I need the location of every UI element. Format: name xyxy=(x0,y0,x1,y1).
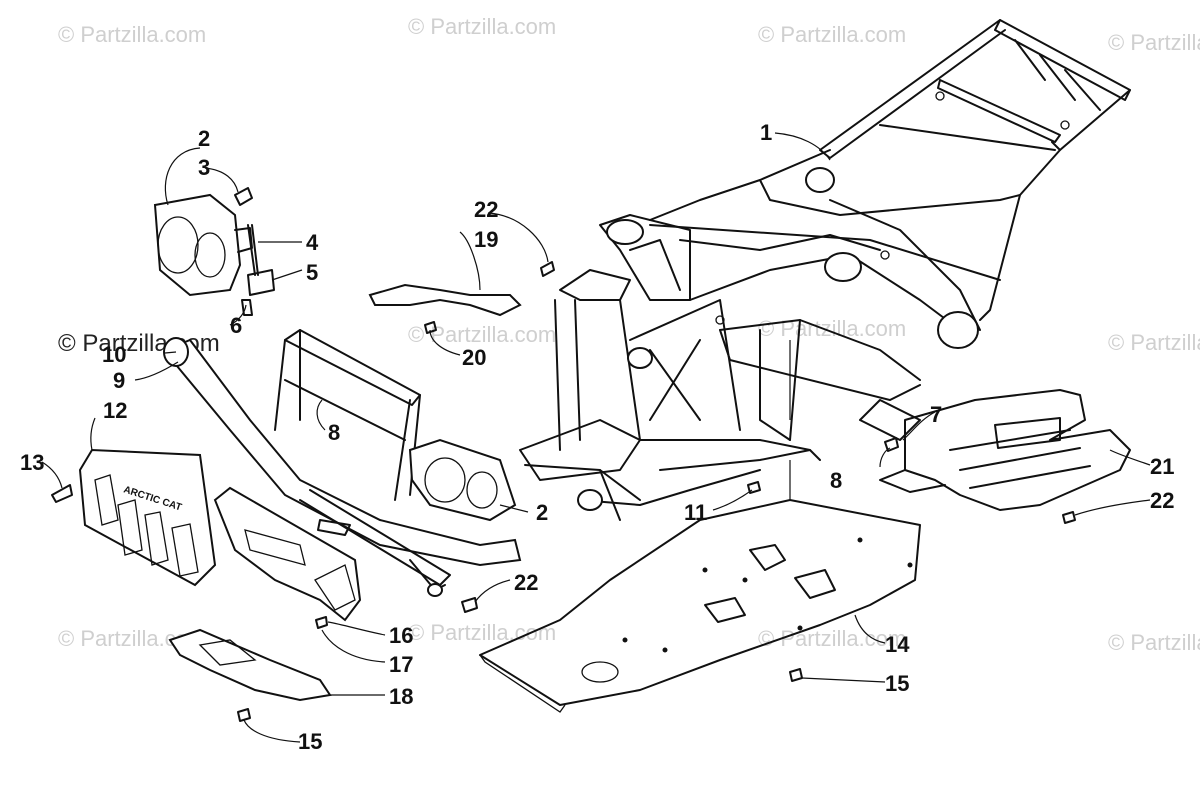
callout-15: 15 xyxy=(298,729,323,754)
right-footrest xyxy=(879,389,1131,511)
watermark: © Partzilla.com xyxy=(58,22,207,47)
callout-18: 18 xyxy=(389,684,414,709)
callout-6: 6 xyxy=(230,313,243,338)
callout-21: 21 xyxy=(1150,454,1175,479)
callout-16: 16 xyxy=(389,623,414,648)
left-headlight xyxy=(153,193,253,297)
watermark: © Partzilla.com xyxy=(758,316,907,341)
front-grille-panel: ARCTIC CAT xyxy=(78,448,217,587)
watermark: © Partzilla.com xyxy=(1108,30,1200,55)
skid-plate xyxy=(479,499,921,713)
callout-17: 17 xyxy=(389,652,414,677)
callout-22: 22 xyxy=(514,570,539,595)
bracket xyxy=(368,283,522,317)
callout-9: 9 xyxy=(113,368,126,393)
callout-13: 13 xyxy=(20,450,45,475)
watermark: © Partzilla.com xyxy=(758,22,907,47)
right-headlight xyxy=(408,438,517,522)
callout-19: 19 xyxy=(474,227,499,252)
callout-2: 2 xyxy=(536,500,549,525)
callout-12: 12 xyxy=(103,398,128,423)
callout-15: 15 xyxy=(885,671,910,696)
callout-8: 8 xyxy=(830,468,843,493)
callout-4: 4 xyxy=(306,230,319,255)
callout-22: 22 xyxy=(1150,488,1175,513)
watermark: © Partzilla.com xyxy=(1108,330,1200,355)
headlight-hardware xyxy=(234,187,275,316)
front-guard-plate xyxy=(168,628,332,702)
callout-20: 20 xyxy=(462,345,487,370)
main-frame xyxy=(519,19,1131,521)
callout-14: 14 xyxy=(885,632,910,657)
watermark: © Partzilla.com xyxy=(408,14,557,39)
callout-22: 22 xyxy=(474,197,499,222)
callout-8: 8 xyxy=(328,420,341,445)
callout-1: 1 xyxy=(760,120,773,145)
watermark: © Partzilla.com xyxy=(1108,630,1200,655)
callout-7: 7 xyxy=(930,402,943,427)
watermark: © Partzilla.com xyxy=(408,322,557,347)
callout-3: 3 xyxy=(198,155,211,180)
front-bumper xyxy=(163,329,522,597)
callout-11: 11 xyxy=(684,500,708,525)
brush-guard xyxy=(213,486,362,622)
callout-2: 2 xyxy=(198,126,211,151)
leader-lines xyxy=(41,132,1151,743)
fasteners xyxy=(51,261,1076,722)
callout-5: 5 xyxy=(306,260,319,285)
callout-10: 10 xyxy=(102,342,127,367)
